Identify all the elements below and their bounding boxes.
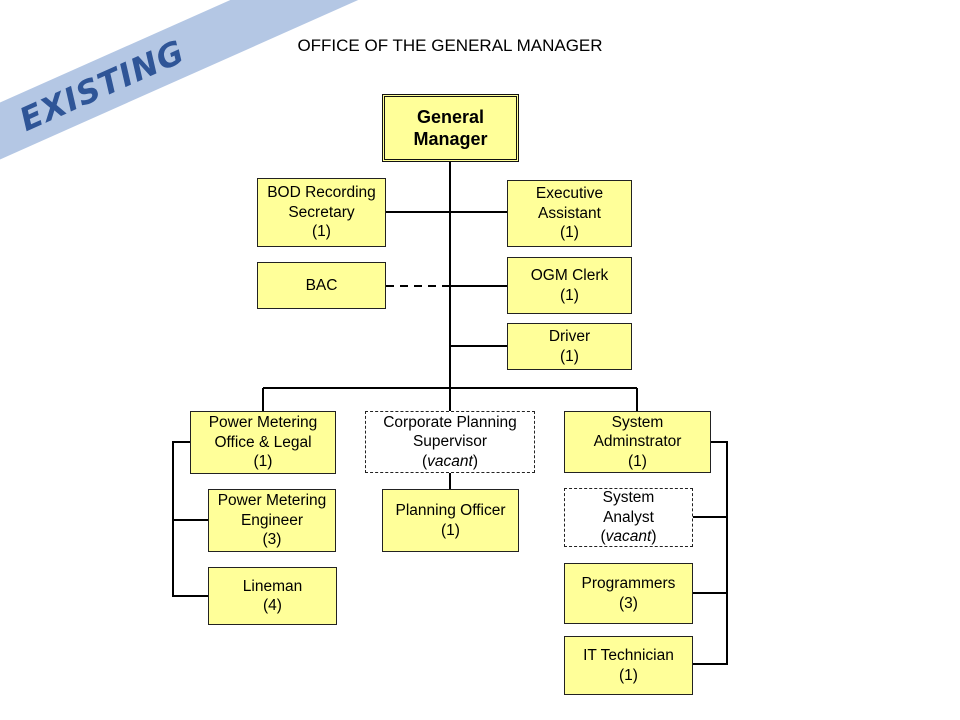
programmers-box: Programmers (3) <box>564 563 693 624</box>
lineman-count: (4) <box>263 597 282 614</box>
system-analyst-status: (vacant) <box>600 528 657 546</box>
sysadmin-bracket <box>693 441 728 665</box>
power-metering-office-line2: Office & Legal <box>214 433 312 451</box>
planning-officer-count: (1) <box>441 521 460 539</box>
power-metering-engineer-line2: Engineer <box>240 511 304 529</box>
executive-assistant-line2: Assistant <box>538 204 601 222</box>
driver-box: Driver (1) <box>507 323 632 370</box>
bac-label: BAC <box>305 276 338 294</box>
power-metering-office-line1: Power Metering <box>208 414 318 432</box>
lineman-box: Lineman (4) <box>208 567 337 625</box>
page-title: OFFICE OF THE GENERAL MANAGER <box>297 36 603 55</box>
system-analyst-box: System Analyst (vacant) <box>564 488 693 547</box>
ogm-clerk-box: OGM Clerk (1) <box>507 257 632 314</box>
bod-secretary-box: BOD Recording Secretary (1) <box>257 178 386 247</box>
it-technician-label: IT Technician <box>583 647 674 664</box>
ogm-clerk-count: (1) <box>560 286 579 304</box>
system-administrator-line2: Adminstrator <box>593 433 682 451</box>
power-metering-engineer-line1: Power Metering <box>217 492 327 510</box>
system-administrator-box: System Adminstrator (1) <box>564 411 711 473</box>
bac-box: BAC <box>257 262 386 309</box>
bod-secretary-line1: BOD Recording <box>267 184 376 202</box>
bod-secretary-line2: Secretary <box>288 203 355 221</box>
system-administrator-count: (1) <box>628 452 647 470</box>
corporate-planning-supervisor-box: Corporate Planning Supervisor (vacant) <box>365 411 535 473</box>
vacant-label: vacant <box>605 528 652 546</box>
driver-count: (1) <box>560 347 579 365</box>
executive-assistant-line1: Executive <box>535 185 604 203</box>
programmers-label: Programmers <box>581 575 676 592</box>
corporate-planning-line2: Supervisor <box>412 433 488 451</box>
programmers-count: (3) <box>619 594 638 612</box>
general-manager-box: General Manager <box>382 94 519 162</box>
power-metering-office-box: Power Metering Office & Legal (1) <box>190 411 336 474</box>
vacant-label: vacant <box>427 452 473 470</box>
system-administrator-line1: System <box>611 413 664 431</box>
it-technician-box: IT Technician (1) <box>564 636 693 695</box>
corporate-planning-status: (vacant) <box>421 452 478 470</box>
planning-officer-label: Planning Officer <box>395 502 506 519</box>
lineman-label: Lineman <box>242 577 303 595</box>
planning-officer-box: Planning Officer (1) <box>382 489 519 552</box>
ogm-clerk-label: OGM Clerk <box>530 267 609 284</box>
bod-secretary-count: (1) <box>312 223 331 241</box>
corporate-planning-line1: Corporate Planning <box>383 413 517 431</box>
it-technician-count: (1) <box>619 666 638 684</box>
system-analyst-line2: Analyst <box>603 508 654 526</box>
executive-assistant-box: Executive Assistant (1) <box>507 180 632 247</box>
system-analyst-line1: System <box>602 489 655 507</box>
power-metering-office-count: (1) <box>253 453 273 471</box>
power-metering-engineer-count: (3) <box>262 531 282 549</box>
driver-label: Driver <box>548 328 591 345</box>
general-manager-line1: General <box>416 107 485 127</box>
general-manager-line2: Manager <box>413 129 488 149</box>
power-metering-engineer-box: Power Metering Engineer (3) <box>208 489 336 552</box>
executive-assistant-count: (1) <box>560 224 579 242</box>
